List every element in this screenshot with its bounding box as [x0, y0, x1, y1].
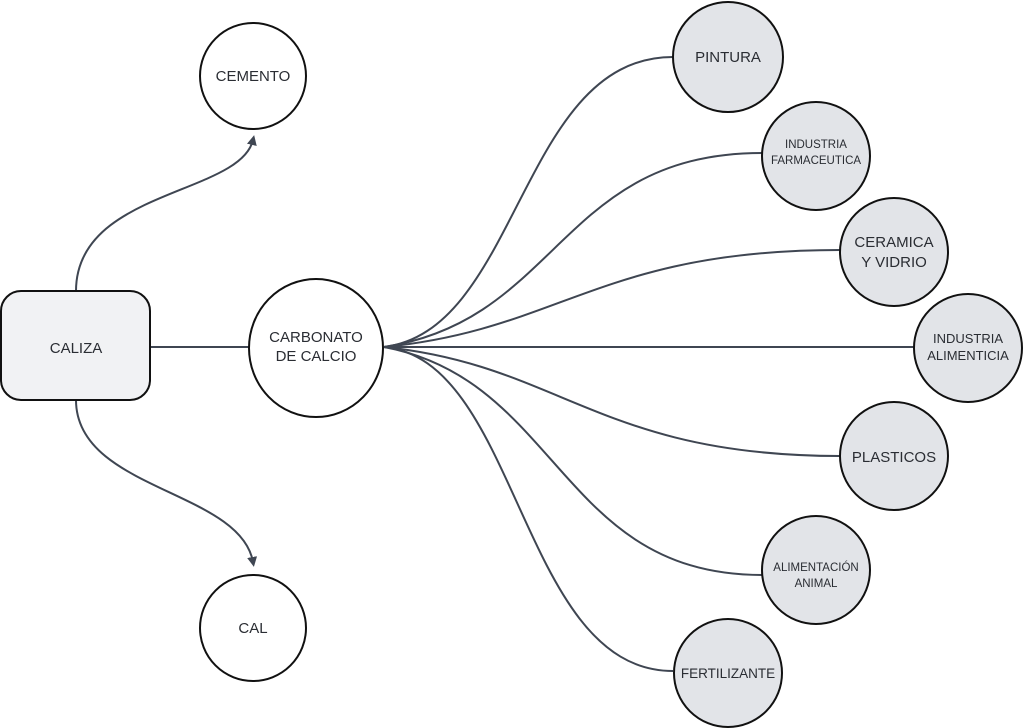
node-label: PLASTICOS — [852, 449, 936, 466]
edge-carbonato-pintura — [383, 56, 674, 348]
node-label: FARMACEUTICA — [771, 155, 861, 167]
node-fertilizante[interactable]: FERTILIZANTE — [673, 618, 783, 728]
node-label: ALIMENTICIA — [927, 348, 1009, 363]
edge-carbonato-animal — [383, 346, 763, 576]
node-label: Y VIDRIO — [861, 254, 927, 271]
node-label: DE CALCIO — [276, 348, 357, 365]
node-plasticos[interactable]: PLASTICOS — [839, 401, 949, 511]
node-label: CEMENTO — [216, 68, 291, 85]
node-label: CERAMICA — [854, 234, 933, 251]
edge-caliza-cal — [75, 399, 258, 567]
node-industria-alimenticia[interactable]: INDUSTRIA ALIMENTICIA — [913, 293, 1023, 403]
node-caliza[interactable]: CALIZA — [0, 290, 151, 401]
node-alimentacion-animal[interactable]: ALIMENTACIÓN ANIMAL — [761, 515, 871, 625]
node-industria-farmaceutica[interactable]: INDUSTRIA FARMACEUTICA — [761, 101, 871, 211]
node-pintura[interactable]: PINTURA — [672, 1, 784, 113]
node-ceramica-y-vidrio[interactable]: CERAMICA Y VIDRIO — [839, 197, 949, 307]
edge-carbonato-ceramica — [383, 249, 841, 348]
node-label: CALIZA — [50, 340, 103, 357]
node-label: ALIMENTACIÓN — [773, 561, 858, 574]
node-carbonato-de-calcio[interactable]: CARBONATO DE CALCIO — [248, 278, 384, 418]
node-label: ANIMAL — [795, 578, 838, 590]
edge-carbonato-farmaceutica — [383, 152, 763, 348]
node-label: FERTILIZANTE — [681, 666, 775, 681]
edge-caliza-cemento — [75, 135, 257, 292]
node-label: PINTURA — [695, 49, 761, 66]
edge-carbonato-fertilizante — [383, 346, 674, 672]
node-label: CARBONATO — [269, 329, 363, 346]
edge-carbonato-plasticos — [383, 346, 841, 457]
node-cemento[interactable]: CEMENTO — [199, 22, 307, 130]
node-label: INDUSTRIA — [933, 331, 1003, 346]
node-label: CAL — [238, 620, 267, 637]
node-label: INDUSTRIA — [785, 139, 847, 151]
node-cal[interactable]: CAL — [199, 574, 307, 682]
